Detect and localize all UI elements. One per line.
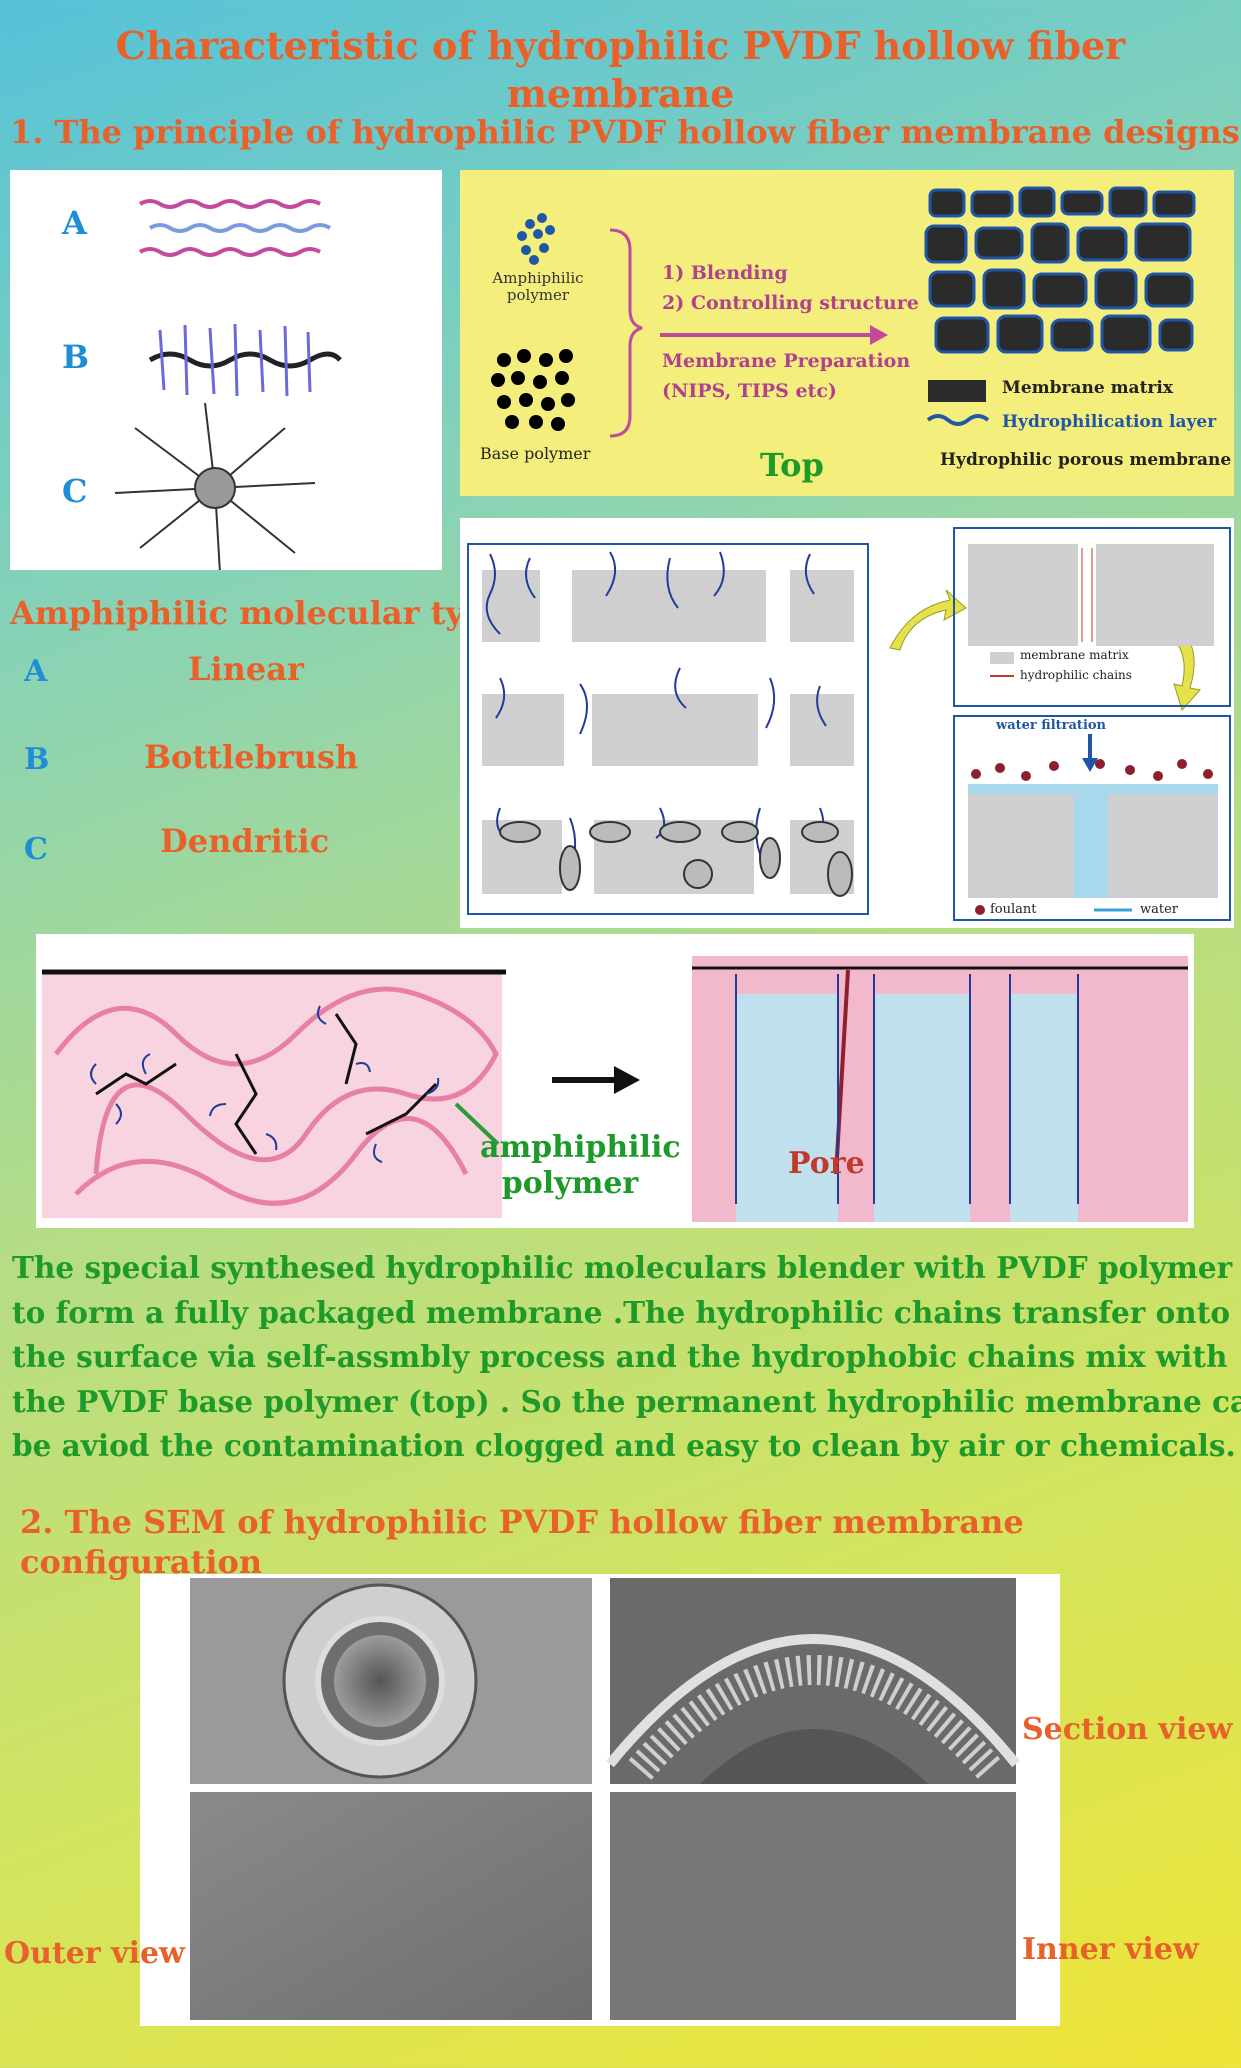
type-name-dendritic: Dendritic [160, 822, 330, 860]
linear-molecule-illustration [138, 199, 332, 257]
legend-matrix-swatch [928, 380, 986, 402]
legend-layer-label: Hydrophilication layer [1002, 412, 1217, 432]
section-view-label: Section view [1022, 1712, 1233, 1747]
filtration-legend-chains: hydrophilic chains [1020, 668, 1132, 682]
amphiphilic-polymer-dots [517, 213, 555, 265]
filtration-graphics [467, 527, 1231, 921]
type-letter-c: C [24, 832, 48, 867]
polymer-label: polymer [501, 1166, 639, 1201]
sem-images [190, 1578, 1020, 2020]
sem-outer-section [190, 1578, 592, 1784]
section2-heading: 2. The SEM of hydrophilic PVDF hollow fi… [20, 1503, 1024, 1581]
filtration-legend-matrix: membrane matrix [1020, 648, 1129, 662]
amphiphilic-polymer-label: Amphiphilic polymer [492, 269, 584, 304]
dendritic-molecule-illustration [114, 402, 316, 570]
schematic-graphics [491, 186, 1196, 438]
foulant-dots [971, 759, 1213, 781]
water-label: water [1140, 902, 1179, 917]
schematic-panel: Amphiphilic polymer Base polymer 1) Blen… [460, 170, 1234, 496]
molecule-panel: A B C [10, 170, 442, 570]
description-paragraph: The special synthesed hydrophilic molecu… [12, 1246, 1241, 1469]
result-label: Hydrophilic porous membrane [940, 450, 1232, 470]
molecule-illustrations [114, 199, 342, 570]
pore-label: Pore [788, 1146, 865, 1181]
paragraph-line-1: The special synthesed hydrophilic molecu… [12, 1250, 1233, 1285]
step1-label: 1) Blending [662, 262, 788, 284]
amphiphilic-label: amphiphilic [480, 1130, 681, 1165]
legend-matrix-label: Membrane matrix [1002, 378, 1173, 398]
type-letter-a: A [24, 654, 48, 689]
type-name-bottlebrush: Bottlebrush [144, 738, 359, 776]
filtration-panel: membrane matrix hydrophilic chains water… [460, 518, 1234, 928]
type-name-linear: Linear [188, 650, 304, 688]
page-title: Characteristic of hydrophilic PVDF hollo… [115, 23, 1126, 116]
top-label: Top [760, 446, 824, 484]
paragraph-line-3: the surface via self-assmbly process and… [12, 1339, 1228, 1374]
molecular-type-title: Amphiphilic molecular type [10, 594, 507, 632]
sem-outer-surface [190, 1792, 592, 2020]
molecule-letter-c: C [62, 472, 88, 510]
base-polymer-label: Base polymer [480, 444, 591, 463]
prep-label: Membrane Preparation [662, 350, 911, 372]
prep-methods-label: (NIPS, TIPS etc) [662, 380, 837, 402]
legend-layer-swatch [926, 414, 990, 426]
step2-label: 2) Controlling structure [662, 292, 919, 314]
foulant-label: foulant [990, 902, 1037, 917]
bracket [609, 228, 643, 438]
paragraph-line-5: be aviod the contamination clogged and e… [12, 1428, 1236, 1463]
micelle-ellipses [499, 821, 853, 897]
process-arrow [660, 325, 888, 345]
outer-view-label: Outer view [4, 1936, 185, 1971]
sem-panel [140, 1574, 1060, 2026]
sem-inner-surface [610, 1792, 1016, 2020]
sem-inner-section [606, 1578, 1020, 1784]
inner-view-label: Inner view [1022, 1932, 1199, 1967]
molecule-letter-b: B [62, 338, 90, 376]
paragraph-line-2: to form a fully packaged membrane .The h… [12, 1294, 1230, 1330]
water-filtration-label: water filtration [996, 718, 1106, 733]
type-letter-b: B [24, 742, 50, 777]
self-assembly-graphics [42, 956, 1188, 1222]
molecule-letter-a: A [62, 204, 87, 242]
paragraph-line-4: the PVDF base polymer (top) . So the per… [12, 1383, 1241, 1419]
section1-heading: 1. The principle of hydrophilic PVDF hol… [10, 113, 1240, 151]
bottlebrush-molecule-illustration [148, 323, 342, 397]
self-assembly-panel: amphiphilic polymer Pore [36, 934, 1194, 1228]
porous-membrane-illustration [924, 186, 1196, 354]
base-polymer-dots [491, 349, 575, 431]
membrane-rows [482, 570, 854, 894]
